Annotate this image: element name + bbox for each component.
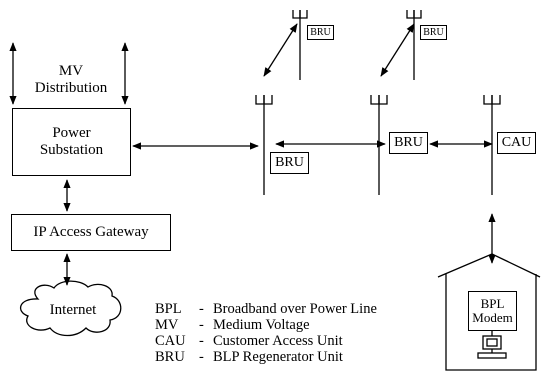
- legend-abbr: MV: [155, 317, 179, 333]
- wireless-link-left: [263, 23, 298, 77]
- legend: BPL - Broadband over Power Line MV - Med…: [155, 301, 377, 365]
- cau-box: CAU: [497, 132, 536, 154]
- substation-line2: Substation: [39, 142, 104, 158]
- bru-top-left-label: BRU: [310, 26, 331, 38]
- computer-icon: [477, 331, 507, 359]
- legend-abbr: CAU: [155, 333, 186, 349]
- legend-text: BLP Regenerator Unit: [213, 349, 343, 365]
- bru-top-left-box: BRU: [307, 25, 334, 40]
- substation-line1: Power: [52, 124, 91, 141]
- bru-top-right-label: BRU: [423, 26, 444, 38]
- legend-row: MV - Medium Voltage: [155, 317, 377, 333]
- legend-sep: -: [199, 333, 204, 349]
- cau-label: CAU: [501, 134, 532, 150]
- gateway-label: IP Access Gateway: [33, 223, 149, 240]
- power-substation-box: Power Substation: [12, 108, 131, 176]
- pole-icon: [292, 10, 308, 80]
- bru-mid-right-box: BRU: [389, 132, 428, 154]
- bru-mid-left-box: BRU: [270, 152, 309, 174]
- legend-text: Medium Voltage: [213, 317, 310, 333]
- legend-sep: -: [199, 349, 204, 365]
- pole-icon: [370, 95, 388, 195]
- bru-mid-left-label: BRU: [275, 154, 304, 170]
- legend-row: BPL - Broadband over Power Line: [155, 301, 377, 317]
- pole-icon: [406, 10, 422, 80]
- cloud-icon: [19, 280, 122, 337]
- house-icon: [437, 253, 541, 371]
- legend-row: CAU - Customer Access Unit: [155, 333, 377, 349]
- legend-abbr: BPL: [155, 301, 182, 317]
- bpl-modem-box: BPL Modem: [468, 291, 517, 331]
- mv-distribution-label: MV Distribution: [35, 63, 108, 98]
- legend-text: Broadband over Power Line: [213, 301, 377, 317]
- pole-icon: [255, 95, 273, 195]
- bru-top-right-box: BRU: [420, 25, 447, 40]
- ip-access-gateway-box: IP Access Gateway: [11, 214, 171, 251]
- mv-distribution-line2: Distribution: [34, 80, 108, 97]
- legend-sep: -: [199, 317, 204, 333]
- legend-row: BRU - BLP Regenerator Unit: [155, 349, 377, 365]
- mv-distribution-line1: MV: [58, 63, 84, 79]
- bru-mid-right-label: BRU: [394, 134, 423, 150]
- modem-line1: BPL: [480, 295, 505, 311]
- legend-sep: -: [199, 301, 204, 317]
- legend-text: Customer Access Unit: [213, 333, 343, 349]
- modem-line2: Modem: [472, 310, 513, 325]
- internet-label: Internet: [49, 302, 97, 318]
- legend-abbr: BRU: [155, 349, 185, 365]
- wireless-link-right: [380, 23, 415, 77]
- pole-icon: [483, 95, 501, 195]
